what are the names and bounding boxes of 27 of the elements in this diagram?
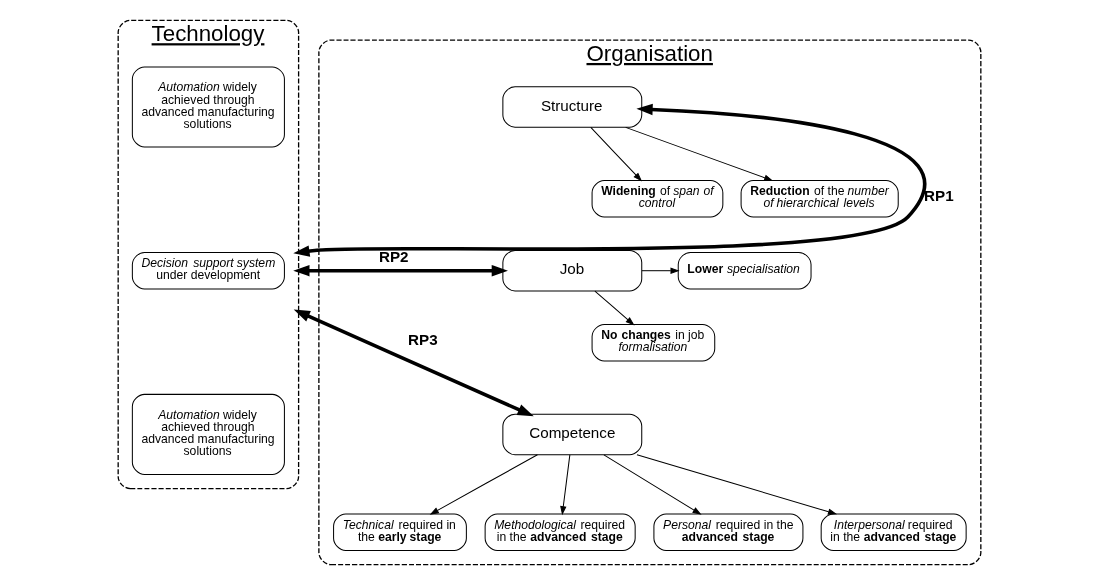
node-box: Technical required in the early stage <box>333 513 467 551</box>
node-box: Automation widely achieved through advanced manufacturing solutions <box>131 393 285 475</box>
arrow <box>560 454 571 516</box>
node-box: Competence <box>502 413 643 456</box>
edge-label: RP3 <box>408 331 438 349</box>
node-box: Personal required in the advanced stage <box>653 513 804 551</box>
node-box: Interpersonal required in the advanced stage <box>820 513 967 551</box>
arrow <box>641 267 680 274</box>
node-box: Lower specialisation <box>677 251 812 290</box>
node-box: Methodological required in the advanced stage <box>484 513 636 551</box>
node-box: Decision support system under development <box>131 251 285 290</box>
arrow <box>293 265 508 277</box>
node-box: No changes in job formalisation <box>591 323 716 362</box>
node-box: Job <box>502 249 643 292</box>
node-box: Automation widely achieved through advanced manufacturing solutions <box>131 66 285 148</box>
arrow <box>293 309 534 417</box>
edge-label: RP1 <box>924 187 954 205</box>
arrow <box>603 454 702 515</box>
arrow <box>594 290 635 326</box>
node-box: Structure <box>502 86 643 128</box>
arrow <box>636 454 838 515</box>
arrow <box>625 126 774 181</box>
node-box: Widening of span of control <box>591 179 724 218</box>
arrow <box>293 103 926 257</box>
edge-label: RP2 <box>378 247 409 265</box>
arrow <box>429 454 538 515</box>
arrow <box>590 126 643 182</box>
